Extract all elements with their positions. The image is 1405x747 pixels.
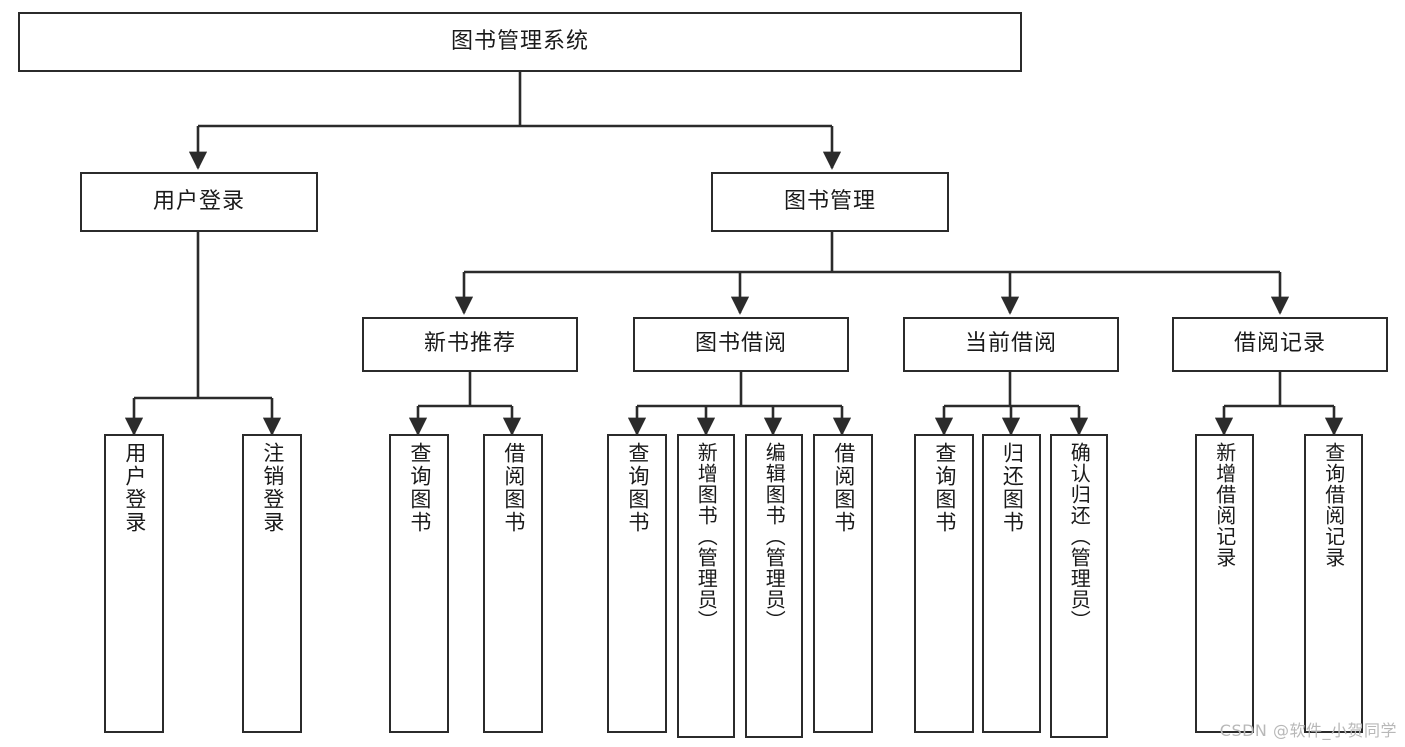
leaf-current-return-book[interactable]: 归还图书 [982, 434, 1041, 733]
leaf-record-add-record[interactable]: 新增借阅记录 [1195, 434, 1254, 733]
node-label: 图书管理 [783, 188, 876, 214]
node-label: 新增借阅记录 [1212, 442, 1237, 568]
leaf-record-query-record[interactable]: 查询借阅记录 [1304, 434, 1363, 733]
leaf-recommend-borrow-book[interactable]: 借阅图书 [483, 434, 543, 733]
leaf-borrow-borrow-book[interactable]: 借阅图书 [813, 434, 873, 733]
node-label: 用户登录 [152, 188, 245, 214]
node-label: 当前借阅 [964, 331, 1057, 357]
node-label: 归还图书 [1000, 442, 1025, 534]
node-book-management[interactable]: 图书管理 [711, 172, 949, 232]
node-label: 新书推荐 [423, 331, 516, 357]
csdn-watermark: CSDN @软件_小贺同学 [1219, 721, 1397, 740]
node-label: 查询图书 [932, 442, 957, 534]
leaf-borrow-edit-book-admin[interactable]: 编辑图书（管理员） [745, 434, 803, 738]
node-label: 借阅记录 [1233, 331, 1326, 357]
node-label: 查询借阅记录 [1321, 442, 1346, 568]
node-label: 借阅图书 [501, 442, 526, 534]
node-book-borrow[interactable]: 图书借阅 [633, 317, 849, 372]
node-label: 注销登录 [260, 442, 285, 534]
leaf-current-query-book[interactable]: 查询图书 [914, 434, 974, 733]
node-label: 新增图书（管理员） [694, 442, 719, 631]
node-borrow-record[interactable]: 借阅记录 [1172, 317, 1388, 372]
node-current-borrow[interactable]: 当前借阅 [903, 317, 1119, 372]
node-label: 用户登录 [122, 442, 147, 534]
node-root-system[interactable]: 图书管理系统 [18, 12, 1022, 72]
leaf-recommend-query-book[interactable]: 查询图书 [389, 434, 449, 733]
leaf-borrow-query-book[interactable]: 查询图书 [607, 434, 667, 733]
node-label: 借阅图书 [831, 442, 856, 534]
node-new-book-recommend[interactable]: 新书推荐 [362, 317, 578, 372]
leaf-user-logout[interactable]: 注销登录 [242, 434, 302, 733]
node-label: 查询图书 [407, 442, 432, 534]
node-user-login[interactable]: 用户登录 [80, 172, 318, 232]
node-label: 图书借阅 [694, 331, 787, 357]
leaf-borrow-add-book-admin[interactable]: 新增图书（管理员） [677, 434, 735, 738]
leaf-user-login[interactable]: 用户登录 [104, 434, 164, 733]
node-label: 编辑图书（管理员） [762, 442, 787, 631]
node-label: 确认归还（管理员） [1067, 442, 1092, 631]
leaf-current-confirm-return-admin[interactable]: 确认归还（管理员） [1050, 434, 1108, 738]
node-label: 查询图书 [625, 442, 650, 534]
node-label: 图书管理系统 [450, 28, 589, 54]
